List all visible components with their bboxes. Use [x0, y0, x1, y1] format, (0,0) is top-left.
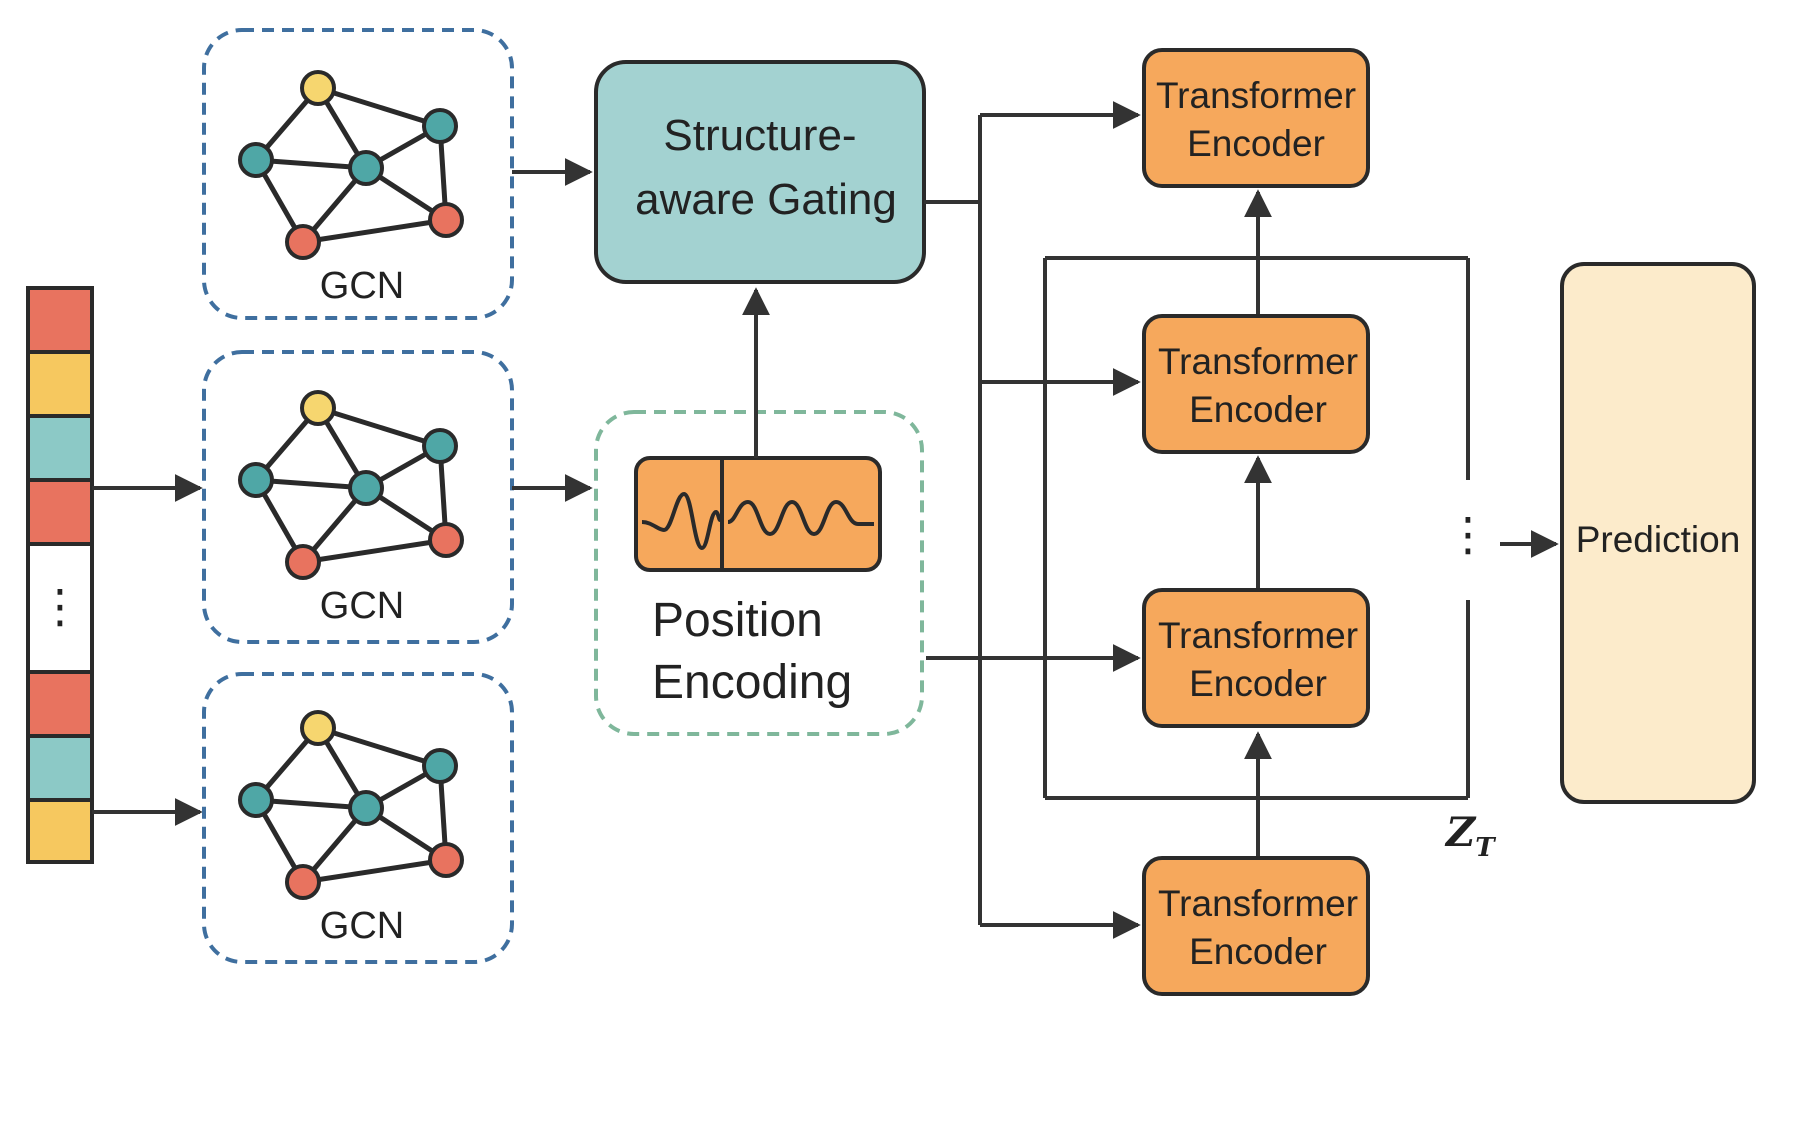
encoder-line2: Encoder	[1189, 663, 1327, 704]
prediction-label: Prediction	[1576, 519, 1741, 560]
waveform-icon	[641, 491, 722, 551]
gating-output-connectors	[924, 101, 1141, 939]
gcn-block-2: GCN	[202, 350, 514, 644]
transformer-encoder-2: Transformer Encoder	[1142, 314, 1370, 454]
zt-subscript: T	[1475, 833, 1496, 863]
encoder-line1: Transformer	[1156, 75, 1356, 116]
gcn-label: GCN	[320, 905, 404, 947]
encoder-line2: Encoder	[1187, 123, 1325, 164]
position-encoding-line1: Position	[652, 594, 823, 647]
encoder-line1: Transformer	[1158, 341, 1358, 382]
graph-icon	[240, 392, 462, 578]
stack-ellipsis: ⋮	[1445, 508, 1491, 560]
strip-cell-red	[26, 670, 94, 738]
zt-label: ZT	[1444, 809, 1496, 863]
strip-cell-red	[26, 286, 94, 354]
encoder-line1: Transformer	[1158, 883, 1358, 924]
gating-line1: Structure-	[663, 111, 856, 160]
input-feature-strip: ⋮	[26, 286, 94, 864]
encoder-line2: Encoder	[1189, 389, 1327, 430]
transformer-encoder-3: Transformer Encoder	[1142, 588, 1370, 728]
gating-line2: aware Gating	[635, 175, 897, 224]
graph-icon	[240, 72, 462, 258]
encoder-line2: Encoder	[1189, 931, 1327, 972]
sine-wave-icon	[727, 499, 874, 537]
strip-cell-teal	[26, 414, 94, 482]
gcn-block-3: GCN	[202, 672, 514, 964]
position-encoding-block: Position Encoding	[594, 410, 924, 736]
strip-cell-yellow	[26, 798, 94, 864]
structure-aware-gating-block: Structure- aware Gating	[594, 60, 926, 284]
strip-cell-teal	[26, 734, 94, 802]
position-encoding-line2: Encoding	[652, 656, 852, 709]
gcn-label: GCN	[320, 585, 404, 627]
transformer-encoder-4: Transformer Encoder	[1142, 856, 1370, 996]
strip-cell-yellow	[26, 350, 94, 418]
encoder-line1: Transformer	[1158, 615, 1358, 656]
prediction-block: Prediction	[1560, 262, 1756, 804]
strip-ellipsis: ⋮	[37, 580, 83, 632]
graph-icon	[240, 712, 462, 898]
zt-main: Z	[1444, 809, 1477, 856]
strip-cell-red	[26, 478, 94, 546]
gcn-label: GCN	[320, 265, 404, 307]
gcn-block-1: GCN	[202, 28, 514, 320]
transformer-encoder-1: Transformer Encoder	[1142, 48, 1370, 188]
